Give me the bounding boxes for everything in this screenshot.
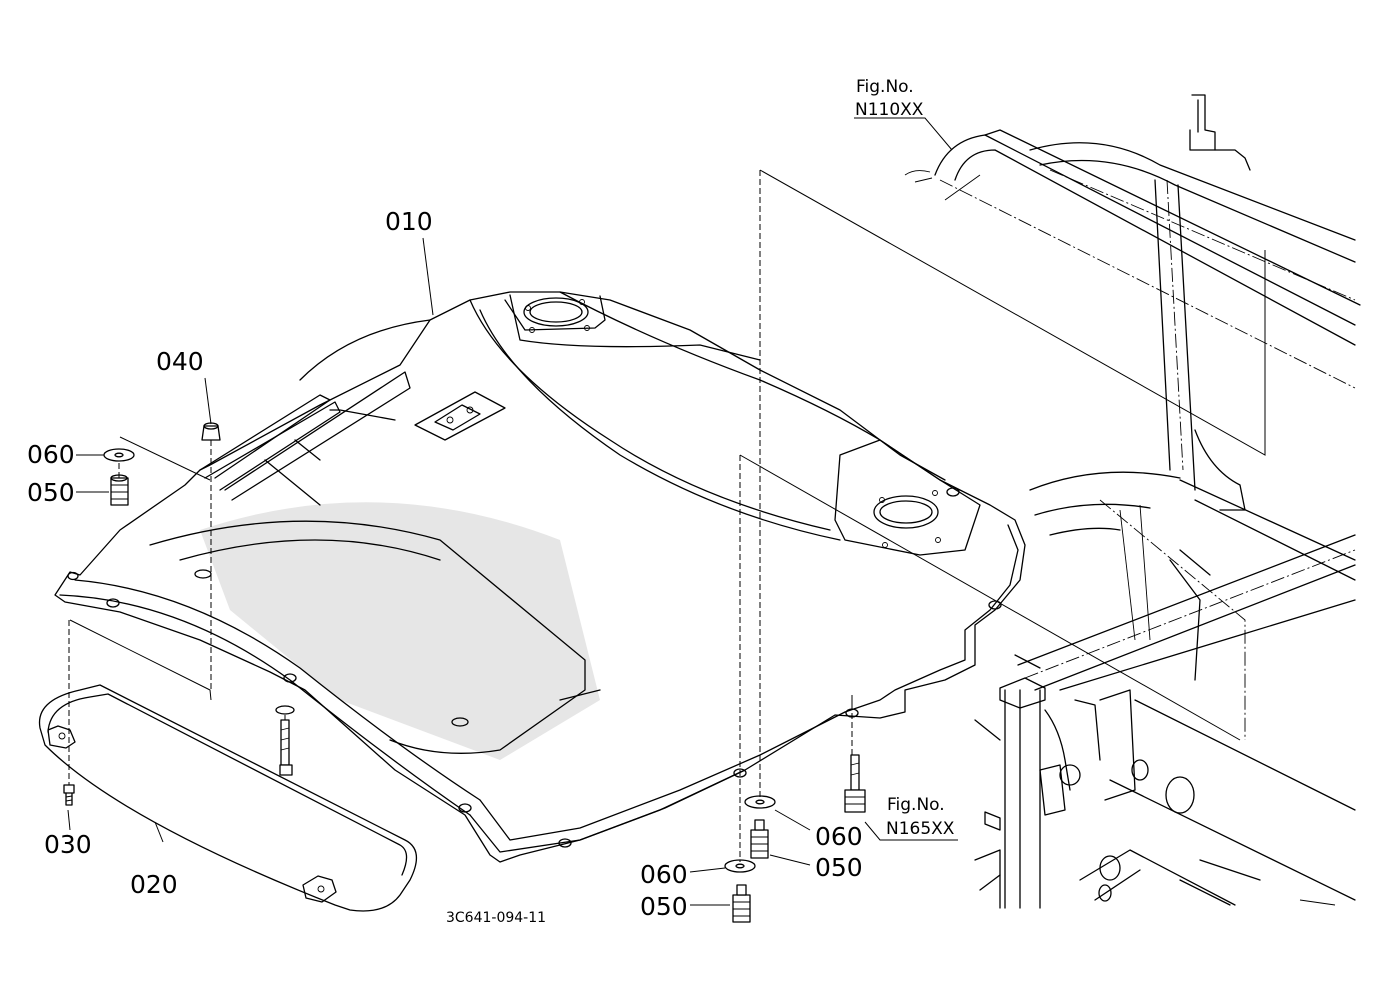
leader-lines	[67, 117, 958, 906]
callout-050-mid-lower: 050	[640, 892, 688, 921]
cab-frame	[904, 94, 1361, 909]
callout-060-left: 060	[27, 440, 75, 469]
callout-010: 010	[385, 207, 433, 236]
assembly-lines	[68, 169, 1266, 862]
callout-labels: 010 040 060 050 030 020 060 050 060 050	[27, 207, 863, 921]
nut-040	[201, 422, 221, 441]
washer-060-left	[103, 448, 135, 462]
mounting-tabs	[67, 487, 1002, 848]
figure-ref-n165xx: Fig.No. N165XX	[886, 795, 955, 839]
headliner-010	[54, 291, 1026, 863]
clip-050-mid-lower	[732, 884, 751, 923]
figure-ref-number: N165XX	[886, 819, 955, 839]
drawing-number: 3C641-094-11	[446, 910, 546, 926]
screw-030	[63, 784, 75, 806]
figure-ref-label: Fig.No.	[887, 795, 945, 815]
callout-050-mid-upper: 050	[815, 853, 863, 882]
clip-050-left	[110, 474, 129, 506]
callout-040: 040	[156, 347, 204, 376]
callout-020: 020	[130, 870, 178, 899]
sun-visor-020	[38, 684, 417, 912]
bolt-center-left	[275, 705, 295, 776]
clip-050-mid-upper	[750, 819, 769, 859]
figure-ref-label: Fig.No.	[856, 77, 914, 97]
callout-060-mid-upper: 060	[815, 822, 863, 851]
callout-030: 030	[44, 830, 92, 859]
figure-ref-number: N110XX	[855, 100, 924, 120]
figure-ref-n110xx: Fig.No. N110XX	[855, 77, 924, 120]
washer-060-mid-upper	[744, 795, 776, 809]
sun-visor-body	[38, 684, 417, 912]
bolt-right	[844, 754, 866, 813]
callout-050-left: 050	[27, 478, 75, 507]
callout-060-mid-lower: 060	[640, 860, 688, 889]
